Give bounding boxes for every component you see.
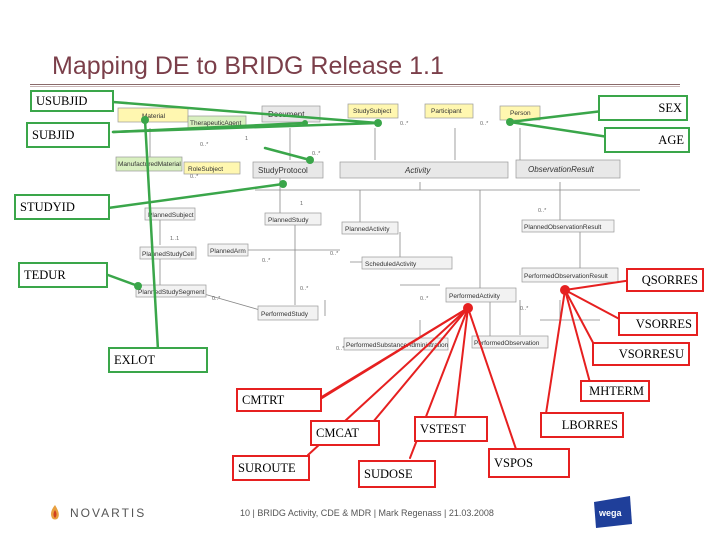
class-label: Person	[510, 110, 531, 117]
slide-title: Mapping DE to BRIDG Release 1.1	[52, 52, 444, 80]
de-sex: SEX	[598, 95, 688, 121]
uml-classes: Material TherapeuticAgent Document Study…	[115, 103, 621, 351]
svg-text:0..*: 0..*	[336, 346, 345, 352]
svg-text:0..*: 0..*	[520, 306, 529, 312]
de-exlot: EXLOT	[108, 347, 208, 373]
class-label: PlannedObservationResult	[524, 224, 602, 231]
class-label: Document	[268, 110, 305, 119]
class-label: PerformedObservationResult	[524, 273, 608, 280]
novartis-logo: NOVARTIS	[48, 504, 146, 522]
class-activity: Activity	[339, 161, 509, 179]
title-rule	[30, 84, 680, 85]
badge-text: wega	[598, 508, 623, 518]
class-label: PlannedSubject	[148, 212, 194, 219]
green-endpoints	[134, 116, 514, 290]
class-label: PerformedStudy	[261, 311, 309, 318]
title-rule-shadow	[30, 86, 680, 87]
class-study-subject: StudySubject	[347, 103, 399, 119]
company-name: NOVARTIS	[70, 506, 147, 520]
wega-badge-icon: wega	[594, 496, 632, 528]
class-label: PlannedStudySegment	[138, 289, 205, 296]
class-person: Person	[499, 105, 541, 121]
class-planned-activity: PlannedActivity	[341, 221, 399, 235]
class-label: ManufacturedMaterial	[118, 161, 181, 168]
class-performed-observation: PerformedObservation	[471, 335, 549, 349]
de-qsorres: QSORRES	[626, 268, 704, 292]
class-label: ObservationResult	[528, 165, 595, 174]
de-suroute: SUROUTE	[232, 455, 310, 481]
class-planned-study: PlannedStudy	[264, 212, 322, 226]
class-label: Participant	[431, 108, 462, 115]
svg-text:0..*: 0..*	[300, 286, 309, 292]
svg-text:0..*: 0..*	[262, 258, 271, 264]
slide-footer: 10 | BRIDG Activity, CDE & MDR | Mark Re…	[240, 508, 494, 518]
class-performed-observation-result: PerformedObservationResult	[521, 267, 619, 283]
class-study-protocol: StudyProtocol	[252, 161, 324, 179]
uml-multiplicities: 0..* 1 0..* 0..* 0..* 0..* 0..* 1 1..1 0…	[170, 121, 547, 352]
class-performed-substance-administration: PerformedSubstanceAdministration	[343, 337, 449, 351]
class-scheduled-activity: ScheduledActivity	[361, 256, 453, 270]
red-endpoints	[463, 285, 570, 313]
de-vsorres: VSORRES	[618, 312, 698, 336]
class-label: PlannedArm	[210, 248, 246, 255]
class-observation-result: ObservationResult	[515, 159, 621, 179]
de-age: AGE	[604, 127, 690, 153]
de-usubjid: USUBJID	[30, 90, 114, 112]
svg-text:0..*: 0..*	[200, 142, 209, 148]
svg-text:0..*: 0..*	[538, 208, 547, 214]
de-studyid: STUDYID	[14, 194, 110, 220]
svg-text:1: 1	[300, 201, 303, 207]
svg-text:0..*: 0..*	[330, 251, 339, 257]
svg-text:1: 1	[245, 136, 248, 142]
class-material: Material	[117, 107, 189, 123]
class-label: PlannedStudy	[268, 217, 309, 224]
class-label: PerformedActivity	[449, 293, 501, 300]
svg-text:0..*: 0..*	[420, 296, 429, 302]
class-planned-study-cell: PlannedStudyCell	[139, 246, 197, 260]
de-lborres: LBORRES	[540, 412, 624, 438]
de-vstest: VSTEST	[414, 416, 488, 442]
svg-text:0..*: 0..*	[190, 174, 199, 180]
class-planned-observation-result: PlannedObservationResult	[521, 219, 615, 233]
de-cmcat: CMCAT	[310, 420, 380, 446]
svg-text:0..*: 0..*	[312, 151, 321, 157]
class-label: TherapeuticAgent	[190, 120, 242, 127]
de-mhterm: MHTERM	[580, 380, 650, 402]
class-role-subject: RoleSubject	[183, 161, 241, 175]
class-label: Material	[142, 113, 166, 120]
de-tedur: TEDUR	[18, 262, 108, 288]
class-label: StudySubject	[353, 108, 391, 115]
svg-text:0..*: 0..*	[400, 121, 409, 127]
class-performed-activity: PerformedActivity	[445, 287, 517, 303]
class-planned-subject: PlannedSubject	[144, 207, 196, 221]
red-connectors	[307, 279, 633, 459]
de-subjid: SUBJID	[26, 122, 110, 148]
svg-text:0..*: 0..*	[480, 121, 489, 127]
de-cmtrt: CMTRT	[236, 388, 322, 412]
class-label: PerformedSubstanceAdministration	[346, 342, 449, 349]
class-label: PerformedObservation	[474, 340, 540, 347]
de-vspos: VSPOS	[488, 448, 570, 478]
class-participant: Participant	[424, 103, 474, 119]
class-label: Activity	[404, 166, 431, 175]
novartis-flame-icon	[51, 505, 59, 520]
class-label: PlannedActivity	[345, 226, 390, 233]
class-planned-arm: PlannedArm	[207, 243, 249, 257]
uml-background	[149, 128, 640, 345]
svg-text:1..1: 1..1	[170, 236, 179, 242]
class-label: PlannedStudyCell	[142, 251, 194, 258]
class-planned-study-segment: PlannedStudySegment	[135, 284, 207, 298]
green-connectors	[106, 100, 630, 352]
class-label: ScheduledActivity	[365, 261, 417, 268]
class-label: RoleSubject	[188, 166, 223, 173]
class-label: StudyProtocol	[258, 166, 308, 175]
de-vsorresu: VSORRESU	[592, 342, 690, 366]
de-sudose: SUDOSE	[358, 460, 436, 488]
svg-text:0..*: 0..*	[212, 296, 221, 302]
class-performed-study: PerformedStudy	[257, 305, 319, 321]
